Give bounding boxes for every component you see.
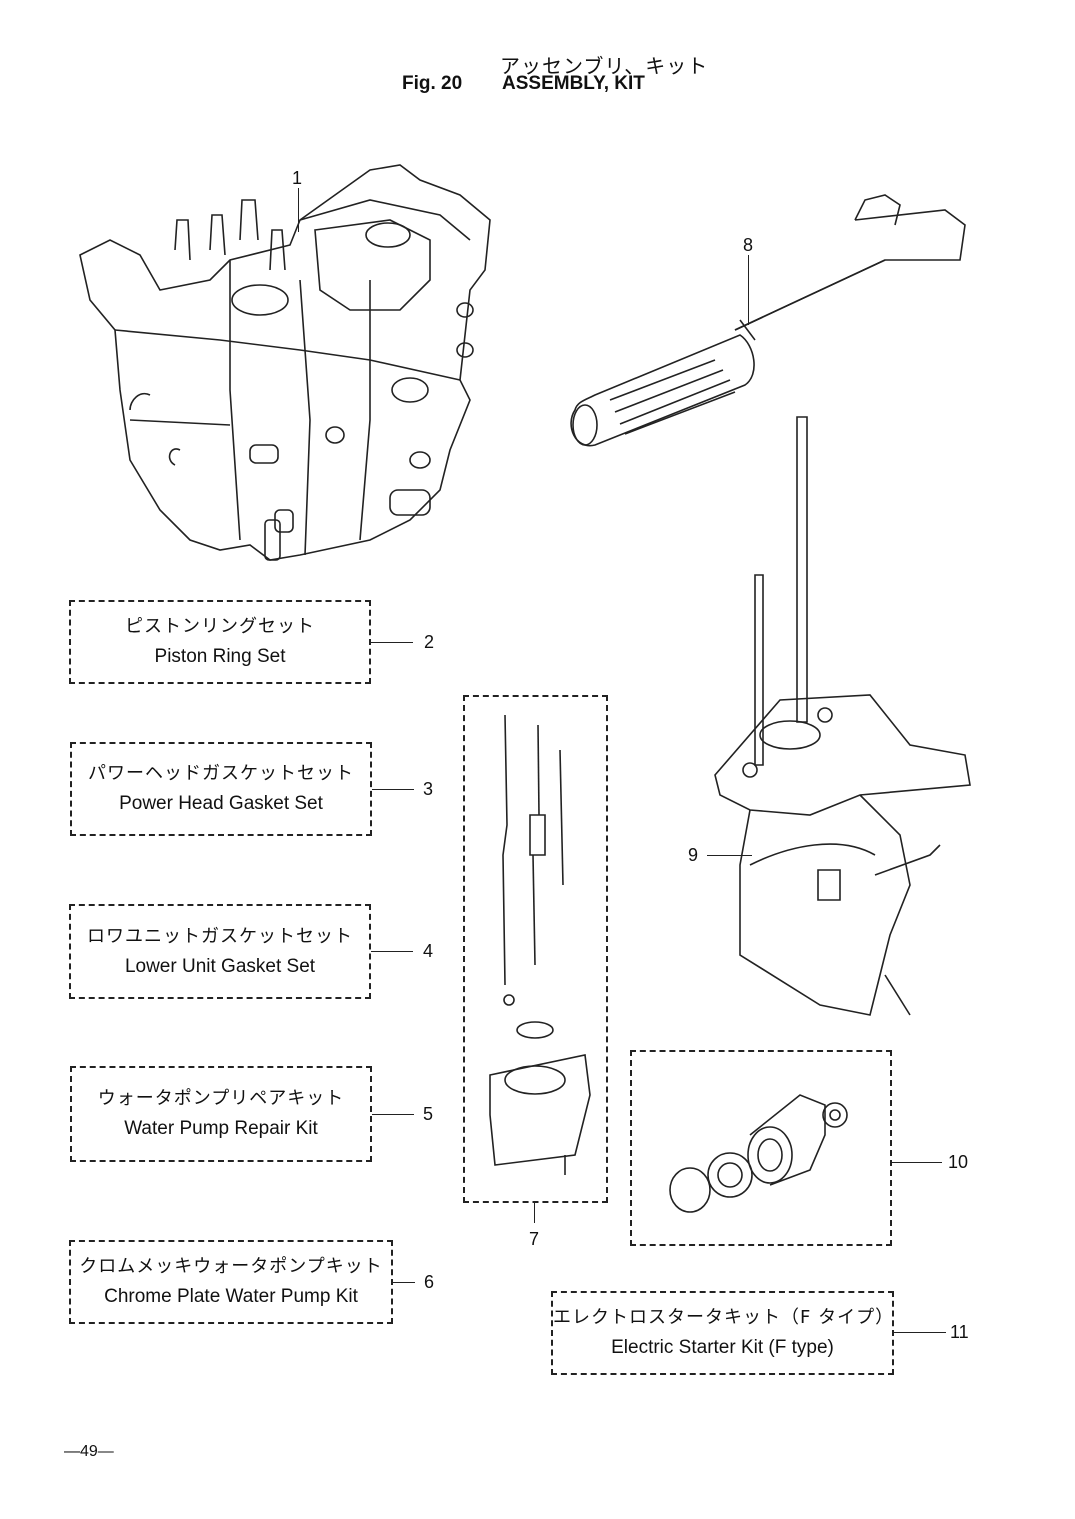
- leader-line-10: [892, 1162, 942, 1163]
- leader-line-6: [393, 1282, 415, 1283]
- leader-line-9: [707, 855, 752, 856]
- kit-lower-unit-gasket-set: ロワユニットガスケットセット Lower Unit Gasket Set: [69, 904, 371, 999]
- kit-power-head-gasket-set-en: Power Head Gasket Set: [119, 793, 323, 814]
- water-pump-parts-drawing: [475, 705, 600, 1195]
- leader-line-2: [371, 642, 413, 643]
- callout-3: 3: [423, 779, 434, 799]
- kit-water-pump-repair-jp: ウォータポンプリペアキット: [97, 1088, 345, 1109]
- figure-title-english: ASSEMBLY, KIT: [502, 73, 645, 94]
- kit-chrome-plate-water-pump-en: Chrome Plate Water Pump Kit: [104, 1286, 358, 1307]
- kit-electric-starter: エレクトロスタータキット（F タイプ） Electric Starter Kit…: [551, 1291, 894, 1375]
- kit-piston-ring-set: ピストンリングセット Piston Ring Set: [69, 600, 371, 684]
- component-10-box: [630, 1050, 892, 1246]
- callout-7: 7: [529, 1229, 540, 1249]
- kit-chrome-plate-water-pump: クロムメッキウォータポンプキット Chrome Plate Water Pump…: [69, 1240, 393, 1324]
- leader-line-1: [298, 188, 299, 232]
- callout-4: 4: [423, 941, 434, 961]
- page-number: —49—: [64, 1443, 114, 1460]
- leader-line-8: [748, 255, 749, 325]
- kit-lower-unit-gasket-set-en: Lower Unit Gasket Set: [124, 955, 316, 977]
- leader-line-7: [534, 1203, 535, 1223]
- callout-6: 6: [424, 1272, 435, 1292]
- tiller-handle-drawing: [565, 180, 975, 455]
- kit-electric-starter-jp: エレクトロスタータキット（F タイプ）: [553, 1307, 895, 1328]
- callout-9: 9: [688, 845, 699, 865]
- water-pump-parts-box: [463, 695, 608, 1203]
- kit-electric-starter-en: Electric Starter Kit (F type): [611, 1337, 834, 1358]
- kit-lower-unit-gasket-set-jp: ロワユニットガスケットセット: [87, 925, 353, 947]
- leader-line-3: [372, 789, 414, 790]
- kit-power-head-gasket-set-jp: パワーヘッドガスケットセット: [88, 763, 354, 784]
- callout-8: 8: [743, 235, 754, 255]
- callout-10: 10: [948, 1152, 969, 1172]
- kit-water-pump-repair-en: Water Pump Repair Kit: [124, 1118, 318, 1139]
- leader-line-11: [894, 1332, 946, 1333]
- kit-piston-ring-set-en: Piston Ring Set: [154, 646, 286, 667]
- kit-piston-ring-set-jp: ピストンリングセット: [125, 616, 315, 637]
- leader-line-5: [372, 1114, 414, 1115]
- cylinder-block-drawing: [70, 160, 500, 575]
- figure-number: Fig. 20: [402, 73, 463, 94]
- kit-power-head-gasket-set: パワーヘッドガスケットセット Power Head Gasket Set: [70, 742, 372, 836]
- kit-water-pump-repair: ウォータポンプリペアキット Water Pump Repair Kit: [70, 1066, 372, 1162]
- leader-line-4: [371, 951, 413, 952]
- component-10-drawing: [660, 1075, 860, 1220]
- figure-title-japanese: アッセンブリ、キット: [500, 54, 709, 78]
- lower-unit-drawing: [710, 415, 980, 1015]
- callout-1: 1: [292, 168, 303, 188]
- callout-11: 11: [950, 1322, 969, 1342]
- callout-2: 2: [424, 632, 435, 652]
- callout-5: 5: [423, 1104, 434, 1124]
- kit-chrome-plate-water-pump-jp: クロムメッキウォータポンプキット: [79, 1256, 383, 1277]
